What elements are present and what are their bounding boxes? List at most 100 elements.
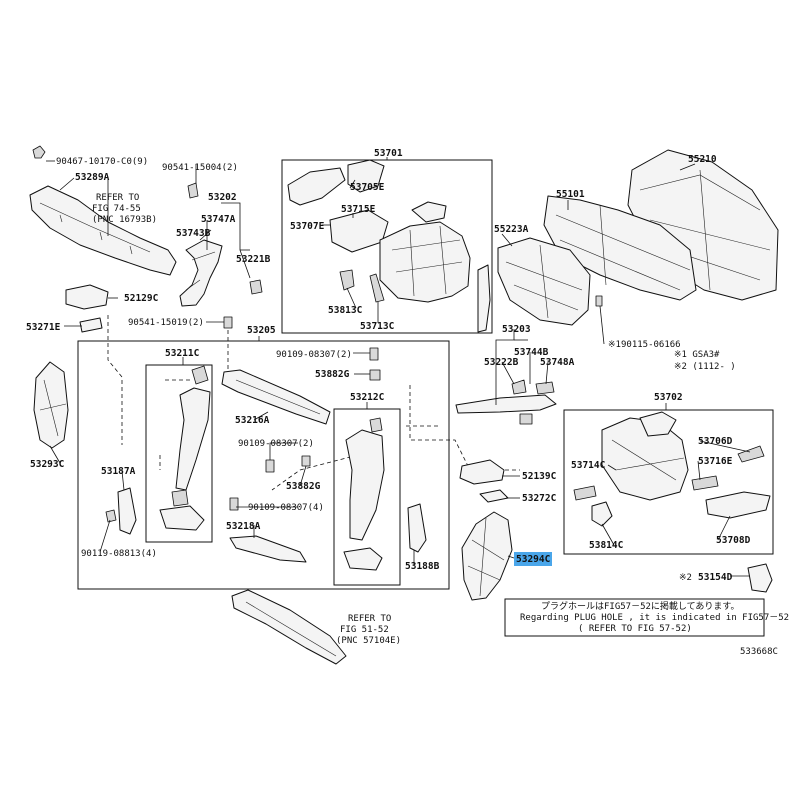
clip-90541b-icon — [223, 316, 233, 329]
part-lower-rail-shape — [231, 589, 347, 665]
label-53744B: 53744B — [514, 347, 549, 358]
label-53705E: 53705E — [350, 182, 385, 193]
note-line-ref: ( REFER TO FIG 57-52) — [578, 624, 692, 634]
label-53882Ga: 53882G — [315, 369, 350, 380]
label-53814C: 53814C — [589, 540, 624, 551]
part-labels: 90467-10170-C0(9) 53289A 90541-15004(2) … — [26, 148, 751, 583]
clip-53882Gb-icon — [301, 455, 311, 467]
marker-2-a: ※2 — [679, 573, 692, 583]
part-53187A-shape — [105, 487, 137, 535]
ref2-line1: REFER TO — [348, 614, 391, 624]
part-53188B-shape — [407, 503, 427, 553]
refer-to-fig-51-52: REFER TO FIG 51-52 (PNC 57104E) — [336, 614, 401, 646]
label-53716E: 53716E — [698, 456, 733, 467]
part-53218A-shape — [229, 535, 307, 563]
part-53212C-shapes — [343, 417, 385, 571]
ref1-line2: FIG 74-55 — [92, 204, 141, 214]
label-90115: 90115-06166 — [621, 340, 681, 350]
group-box-53211C — [145, 364, 213, 543]
part-55223A-shape — [497, 237, 591, 326]
label-53188B: 53188B — [405, 561, 440, 572]
part-53271E-shape — [79, 317, 103, 333]
part-53202-shape — [179, 182, 263, 307]
group-box-53702 — [563, 409, 774, 555]
label-90109b: 90109-08307(2) — [238, 439, 314, 449]
refer-to-fig-74-55: REFER TO FIG 74-55 (PNC 16793B) — [92, 193, 157, 225]
bolt-90467-icon — [32, 145, 46, 159]
label-53708D: 53708D — [716, 535, 751, 546]
label-55101: 55101 — [556, 189, 585, 200]
label-53707E: 53707E — [290, 221, 325, 232]
part-53211C-shapes — [159, 365, 211, 531]
label-53714C: 53714C — [571, 460, 606, 471]
bolt-90109c-icon — [229, 497, 239, 511]
label-90119: 90119-08813(4) — [81, 549, 157, 559]
label-53713C: 53713C — [360, 321, 395, 332]
label-53202: 53202 — [208, 192, 237, 203]
ref1-line1: REFER TO — [96, 193, 139, 203]
plug-hole-note: プラグホールはFIG57－52に掲載してあります。 Regarding PLUG… — [520, 600, 789, 634]
label-53294C[interactable]: 53294C — [516, 554, 551, 565]
label-53154D: 53154D — [698, 572, 733, 583]
label-53701: 53701 — [374, 148, 403, 159]
bolt-90109b-icon — [265, 459, 275, 473]
label-53211C: 53211C — [165, 348, 200, 359]
label-53203: 53203 — [502, 324, 531, 335]
part-53154D-shape — [747, 563, 773, 593]
label-53221B: 53221B — [236, 254, 271, 265]
label-53293C: 53293C — [30, 459, 65, 470]
label-53715E: 53715E — [341, 204, 376, 215]
label-90541a: 90541-15004(2) — [162, 163, 238, 173]
part-52129C-shape — [65, 284, 109, 310]
label-55223A: 55223A — [494, 224, 529, 235]
part-52139C-shape — [459, 459, 505, 485]
label-52129C: 52129C — [124, 293, 159, 304]
label-53743B: 53743B — [176, 228, 211, 239]
label-90541b: 90541-15019(2) — [128, 318, 204, 328]
label-53882Gb: 53882G — [286, 481, 321, 492]
part-53289A-shape — [29, 185, 177, 276]
label-53187A: 53187A — [101, 466, 136, 477]
label-52139C: 52139C — [522, 471, 557, 482]
ref2-line2: FIG 51-52 — [340, 625, 389, 635]
label-53216A: 53216A — [235, 415, 270, 426]
part-53702-shapes — [573, 411, 771, 527]
label-53289A: 53289A — [75, 172, 110, 183]
label-55210: 55210 — [688, 154, 717, 165]
part-53701-shapes — [287, 159, 471, 303]
diagram-id: 533668C — [740, 647, 778, 657]
note-line-en: Regarding PLUG HOLE , it is indicated in… — [520, 613, 789, 623]
label-90109c: 90109-08307(4) — [248, 503, 324, 513]
label-53205: 53205 — [247, 325, 276, 336]
label-90467: 90467-10170-C0(9) — [56, 157, 148, 167]
marker-1-a: ※1 — [608, 340, 621, 350]
label-53813C: 53813C — [328, 305, 363, 316]
label-53222B: 53222B — [484, 357, 519, 368]
clip-53882Ga-icon — [369, 369, 381, 381]
leader-lines — [46, 157, 751, 577]
bolt-90109a-icon — [369, 347, 379, 361]
note-gsa3: ※1 GSA3# — [674, 350, 720, 360]
label-53218A: 53218A — [226, 521, 261, 532]
clip-90115-icon — [595, 295, 603, 307]
label-53702: 53702 — [654, 392, 683, 403]
label-53271E: 53271E — [26, 322, 61, 333]
part-53293C-shape — [33, 361, 69, 449]
ref1-line3: (PNC 16793B) — [92, 215, 157, 225]
note-1112: ※2 (1112- ) — [674, 362, 736, 372]
label-53212C: 53212C — [350, 392, 385, 403]
label-53272C: 53272C — [522, 493, 557, 504]
ref2-line3: (PNC 57104E) — [336, 636, 401, 646]
part-53272C-shape — [479, 489, 509, 503]
label-53706D: 53706D — [698, 436, 733, 447]
label-53747A: 53747A — [201, 214, 236, 225]
part-53203-shape — [455, 264, 557, 425]
label-90109a: 90109-08307(2) — [276, 350, 352, 360]
note-line-jp: プラグホールはFIG57－52に掲載してあります。 — [541, 600, 740, 612]
highlight-53294C — [514, 552, 552, 566]
label-53748A: 53748A — [540, 357, 575, 368]
group-box-53205 — [77, 340, 450, 590]
part-53294C-shape — [461, 511, 513, 601]
part-53216A-shape — [221, 369, 331, 425]
